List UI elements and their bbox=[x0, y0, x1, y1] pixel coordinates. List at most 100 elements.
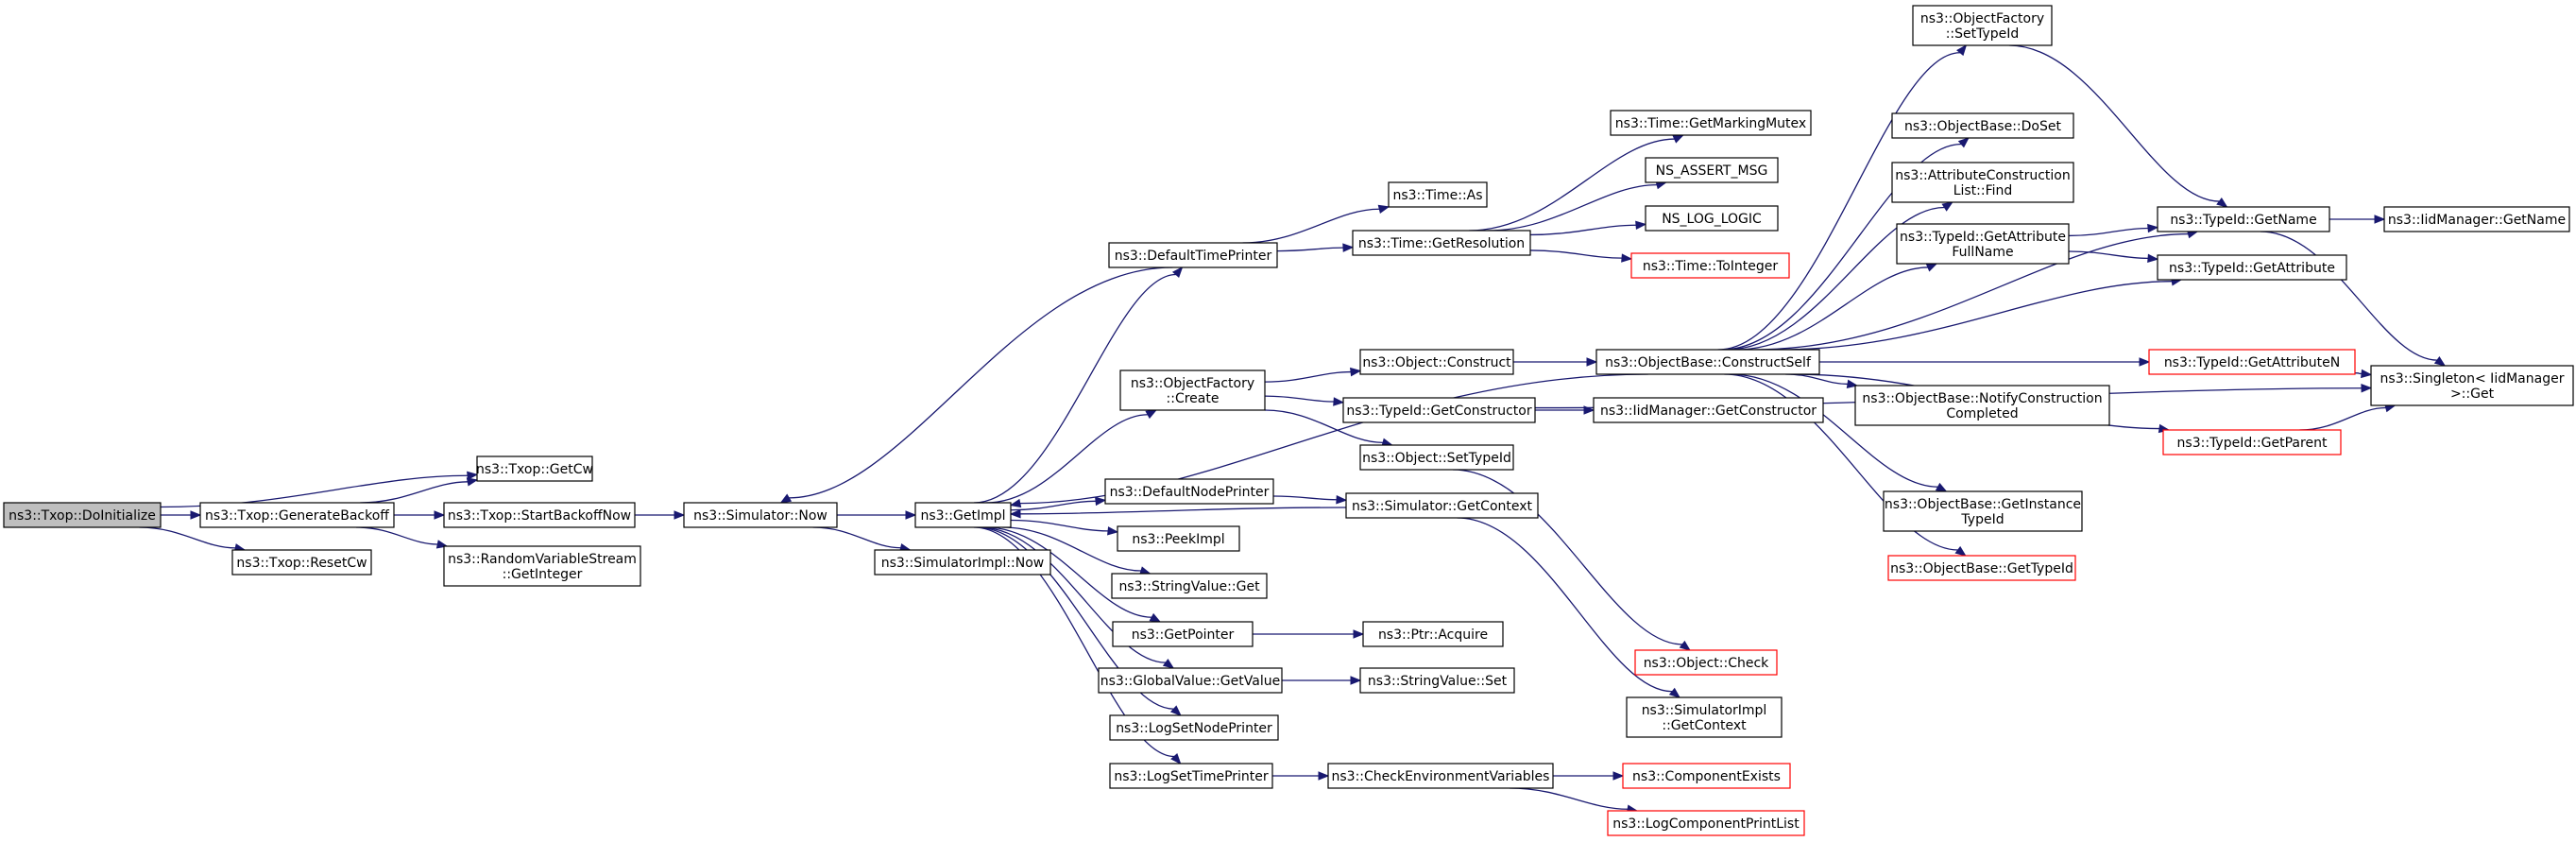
node-getparent[interactable]: ns3::TypeId::GetParent bbox=[2162, 429, 2342, 455]
node-iidgetname[interactable]: ns3::IidManager::GetName bbox=[2383, 206, 2570, 232]
node-loglogic[interactable]: NS_LOG_LOGIC bbox=[1645, 205, 1779, 232]
node-box bbox=[2157, 254, 2347, 281]
node-box bbox=[1359, 349, 1514, 375]
node-getimpl[interactable]: ns3::GetImpl bbox=[914, 502, 1012, 528]
node-simimplnow[interactable]: ns3::SimulatorImpl::Now bbox=[874, 549, 1051, 576]
node-assertmsg[interactable]: NS_ASSERT_MSG bbox=[1645, 157, 1779, 183]
node-compexists[interactable]: ns3::ComponentExists bbox=[1622, 763, 1791, 789]
edge-constructself-to-typeidgetattr bbox=[1778, 277, 2183, 351]
node-box bbox=[2148, 349, 2356, 375]
edge-line bbox=[1469, 138, 1675, 232]
node-objfactcreate[interactable]: ns3::ObjectFactory::Create bbox=[1119, 369, 1266, 411]
node-logcompprint[interactable]: ns3::LogComponentPrintList bbox=[1607, 810, 1805, 836]
node-resetcw[interactable]: ns3::Txop::ResetCw bbox=[231, 549, 372, 576]
node-obgettypeid[interactable]: ns3::ObjectBase::GetTypeId bbox=[1887, 555, 2076, 581]
edge-line bbox=[1724, 373, 1958, 551]
arrowhead bbox=[1956, 43, 1968, 57]
node-getcw[interactable]: ns3::Txop::GetCw bbox=[476, 455, 593, 482]
node-logsettime[interactable]: ns3::LogSetTimePrinter bbox=[1109, 763, 1273, 789]
node-label: TypeId bbox=[1960, 512, 2004, 527]
edge-constructself-to-obgettypeid bbox=[1724, 373, 1967, 557]
edge-line bbox=[355, 526, 438, 545]
node-genbackoff[interactable]: ns3::Txop::GenerateBackoff bbox=[199, 502, 395, 528]
node-typeidgetname[interactable]: ns3::TypeId::GetName bbox=[2157, 206, 2330, 232]
node-label: List::Find bbox=[1953, 183, 2013, 198]
node-defnodeprinter[interactable]: ns3::DefaultNodePrinter bbox=[1104, 478, 1274, 505]
arrowhead bbox=[1668, 687, 1681, 698]
node-timegetres[interactable]: ns3::Time::GetResolution bbox=[1352, 230, 1531, 256]
edge-deftimeprinter-to-simnow bbox=[779, 266, 1173, 504]
node-objcheck[interactable]: ns3::Object::Check bbox=[1634, 649, 1778, 676]
node-objsettypeid[interactable]: ns3::Object::SetTypeId bbox=[1359, 444, 1514, 471]
arrowhead bbox=[1954, 545, 1967, 557]
node-gvgetvalue[interactable]: ns3::GlobalValue::GetValue bbox=[1098, 667, 1283, 694]
node-peekimpl[interactable]: ns3::PeekImpl bbox=[1117, 525, 1240, 552]
edge-typeidgetname-to-iidgetname bbox=[2329, 215, 2386, 224]
arrowhead bbox=[1170, 752, 1182, 765]
node-tointeger[interactable]: ns3::Time::ToInteger bbox=[1630, 252, 1790, 279]
node-simnow[interactable]: ns3::Simulator::Now bbox=[683, 502, 838, 528]
arrowhead bbox=[1342, 243, 1355, 252]
node-checkenv[interactable]: ns3::CheckEnvironmentVariables bbox=[1327, 763, 1554, 789]
node-ofsettypeid[interactable]: ns3::ObjectFactory::SetTypeId bbox=[1912, 5, 2053, 46]
edge-objsettypeid-to-objcheck bbox=[1453, 469, 1691, 651]
node-simimplgetctx[interactable]: ns3::SimulatorImpl::GetContext bbox=[1626, 696, 1783, 738]
edge-getattrfullname-to-typeidgetattr bbox=[2068, 250, 2159, 264]
edge-simgetctx-to-simimplgetctx bbox=[1457, 517, 1681, 698]
node-box bbox=[683, 502, 838, 528]
node-label: ns3::GetImpl bbox=[920, 508, 1005, 524]
edge-getimpl-to-logsetnode bbox=[976, 526, 1182, 716]
node-objconstruct[interactable]: ns3::Object::Construct bbox=[1359, 349, 1514, 375]
node-singletonget[interactable]: ns3::Singleton< IidManager>::Get bbox=[2370, 365, 2574, 406]
node-timeas[interactable]: ns3::Time::As bbox=[1388, 181, 1488, 208]
arrowhead bbox=[1377, 204, 1390, 214]
edge-genbackoff-to-getcw bbox=[360, 477, 479, 504]
node-obdoset[interactable]: ns3::ObjectBase::DoSet bbox=[1891, 112, 2074, 139]
node-doinit[interactable]: ns3::Txop::DoInitialize bbox=[3, 502, 162, 528]
edge-line bbox=[985, 414, 1149, 504]
node-simgetctx[interactable]: ns3::Simulator::GetContext bbox=[1345, 492, 1539, 519]
node-label: ns3::Ptr::Acquire bbox=[1378, 627, 1488, 643]
arrowhead bbox=[1957, 137, 1970, 148]
node-constructself[interactable]: ns3::ObjectBase::ConstructSelf bbox=[1595, 349, 1820, 375]
arrowhead bbox=[467, 471, 479, 481]
node-getmarkmutex[interactable]: ns3::Time::GetMarkingMutex bbox=[1610, 110, 1812, 136]
node-ptracquire[interactable]: ns3::Ptr::Acquire bbox=[1362, 621, 1504, 647]
node-box bbox=[199, 502, 395, 528]
edge-line bbox=[1272, 495, 1338, 501]
node-stringvalueset[interactable]: ns3::StringValue::Set bbox=[1359, 667, 1515, 694]
node-getpointer[interactable]: ns3::GetPointer bbox=[1112, 621, 1254, 647]
node-box bbox=[1117, 525, 1240, 552]
edges-layer bbox=[139, 43, 2447, 814]
arrowhead bbox=[1925, 263, 1938, 272]
edge-getattrfullname-to-typeidgetname bbox=[2068, 223, 2159, 237]
node-iidgetctor[interactable]: ns3::IidManager::GetConstructor bbox=[1593, 397, 1824, 423]
arrowhead bbox=[1318, 771, 1330, 781]
node-notifyconst[interactable]: ns3::ObjectBase::NotifyConstructionCompl… bbox=[1854, 385, 2110, 426]
node-typeidgetctor[interactable]: ns3::TypeId::GetConstructor bbox=[1342, 397, 1536, 423]
node-box bbox=[1626, 696, 1783, 738]
arrowhead bbox=[2374, 215, 2386, 224]
node-label: ns3::ObjectFactory bbox=[1131, 376, 1254, 391]
node-deftimeprinter[interactable]: ns3::DefaultTimePrinter bbox=[1108, 242, 1278, 268]
node-box bbox=[1119, 369, 1266, 411]
node-typeidgetattr[interactable]: ns3::TypeId::GetAttribute bbox=[2157, 254, 2347, 281]
node-getattrn[interactable]: ns3::TypeId::GetAttributeN bbox=[2148, 349, 2356, 375]
node-label: ns3::TypeId::GetConstructor bbox=[1346, 404, 1531, 419]
edge-line bbox=[980, 526, 1167, 663]
node-rvs[interactable]: ns3::RandomVariableStream::GetInteger bbox=[443, 545, 641, 587]
edge-line bbox=[985, 526, 1152, 618]
node-label: ns3::AttributeConstruction bbox=[1895, 168, 2070, 183]
node-label: ns3::Txop::DoInitialize bbox=[9, 508, 156, 524]
node-stringvalueget[interactable]: ns3::StringValue::Get bbox=[1111, 573, 1268, 599]
node-logsetnode[interactable]: ns3::LogSetNodePrinter bbox=[1109, 714, 1279, 741]
node-label: ns3::ObjectBase::DoSet bbox=[1904, 119, 2061, 134]
arrowhead bbox=[779, 493, 793, 504]
node-box bbox=[1645, 205, 1779, 232]
node-startbackoff[interactable]: ns3::Txop::StartBackoffNow bbox=[443, 502, 636, 528]
edge-timegetres-to-loglogic bbox=[1529, 220, 1647, 236]
node-box bbox=[1854, 385, 2110, 426]
